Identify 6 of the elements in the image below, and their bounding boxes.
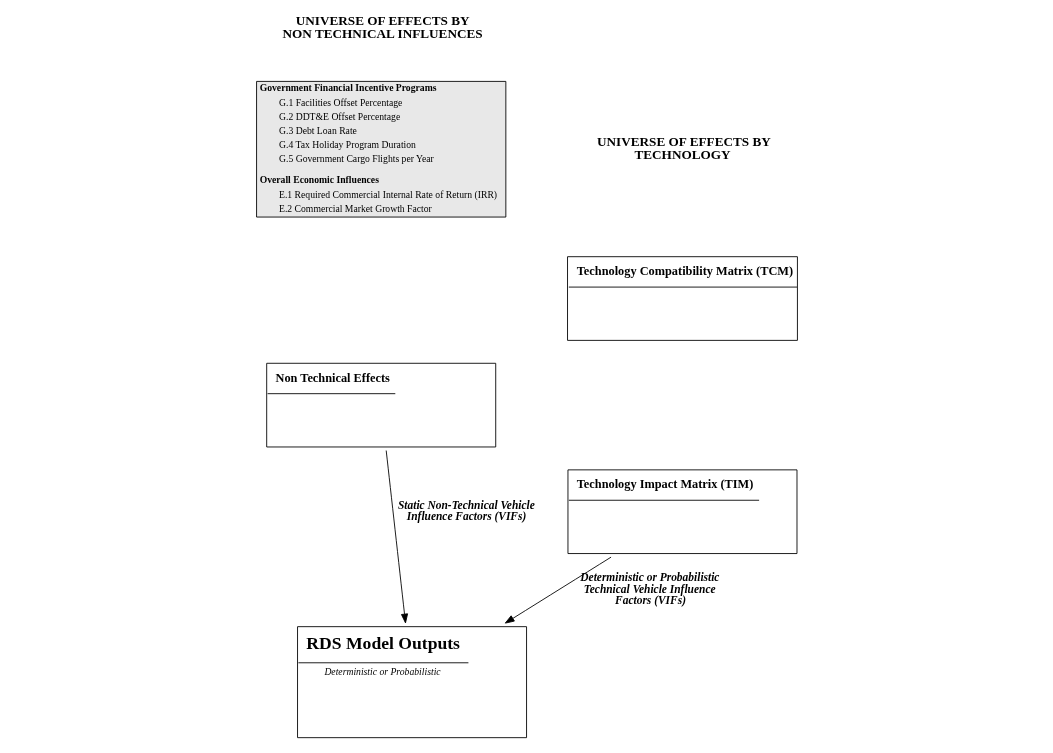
arrow bbox=[504, 556, 611, 624]
label: UNIVERSE OF EFFECTS BY TECHNOLOGY bbox=[596, 133, 771, 162]
edge-label: Deterministic or Probabilistic Technical Vehicle Influence Factors (VIFs) bbox=[579, 571, 719, 607]
arrow bbox=[385, 450, 408, 624]
label: UNIVERSE OF EFFECTS BY NON TECHNICAL INFLUENCES bbox=[282, 13, 483, 42]
edge-label: Static Non-Technical Vehicle Influence Factors (VIFs) bbox=[397, 498, 535, 522]
